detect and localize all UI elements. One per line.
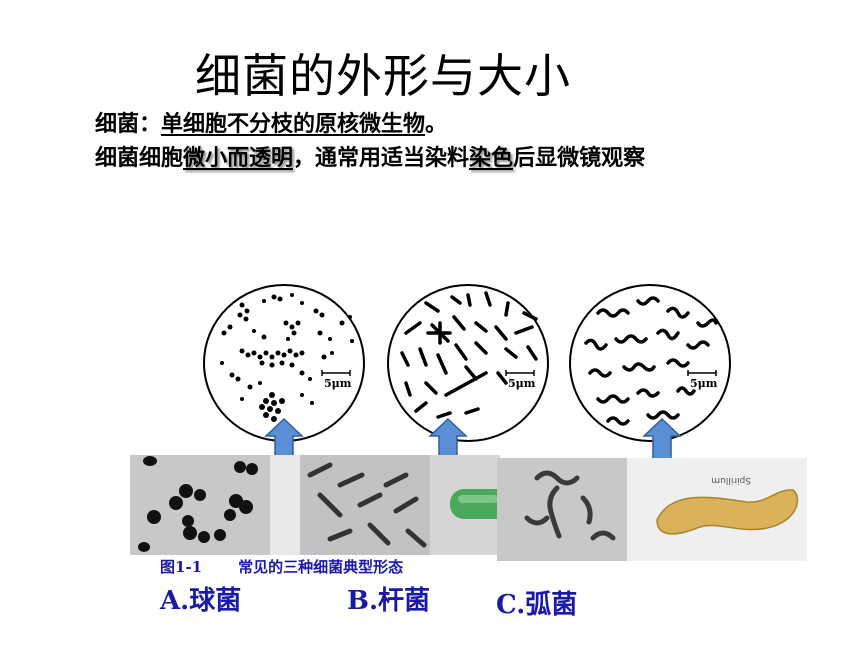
label-bacilli: B.杆菌 xyxy=(347,586,431,616)
definition-line: 细菌：单细胞不分枝的原核微生物。 xyxy=(95,106,447,138)
observation-suffix: 后显微镜观察 xyxy=(513,146,646,171)
photo-b-mark: B xyxy=(460,455,467,456)
observation-line: 细菌细胞微小而透明，通常用适当染料染色后显微镜观察 xyxy=(95,140,645,172)
cocci-diagram: 5μm xyxy=(203,284,365,442)
observation-prefix: 细菌细胞 xyxy=(95,146,184,171)
slide-title: 细菌的外形与大小 xyxy=(195,49,571,103)
rods-diagram: 5μm xyxy=(387,284,549,442)
vibrio-micrograph: Spirillum xyxy=(497,458,807,561)
scale-label-vibrio: 5μm xyxy=(690,377,718,390)
cocci-micrograph xyxy=(130,455,302,555)
observation-emphasis-2: 染色 xyxy=(469,146,514,171)
label-cocci: A.球菌 xyxy=(160,586,242,616)
figure-caption-text: 常见的三种细菌典型形态 xyxy=(238,558,404,576)
rods-micrograph: B xyxy=(300,455,500,555)
definition-suffix: 。 xyxy=(425,112,448,137)
observation-emphasis-1: 微小而透明 xyxy=(183,146,294,171)
vibrio-diagram: 5μm xyxy=(569,284,731,442)
observation-middle: ，通常用适当染料 xyxy=(293,146,470,171)
figure-number: 图1-1 xyxy=(160,558,203,576)
scale-label-rods: 5μm xyxy=(508,377,536,390)
label-vibrio: C.弧菌 xyxy=(496,590,578,620)
scale-label-cocci: 5μm xyxy=(324,377,352,390)
figure-caption: 图1-1 常见的三种细菌典型形态 xyxy=(160,556,403,577)
definition-underlined: 单细胞不分枝的原核微生物 xyxy=(161,112,426,137)
photo-c-mark: Spirillum xyxy=(711,475,751,485)
definition-prefix: 细菌： xyxy=(95,112,162,137)
